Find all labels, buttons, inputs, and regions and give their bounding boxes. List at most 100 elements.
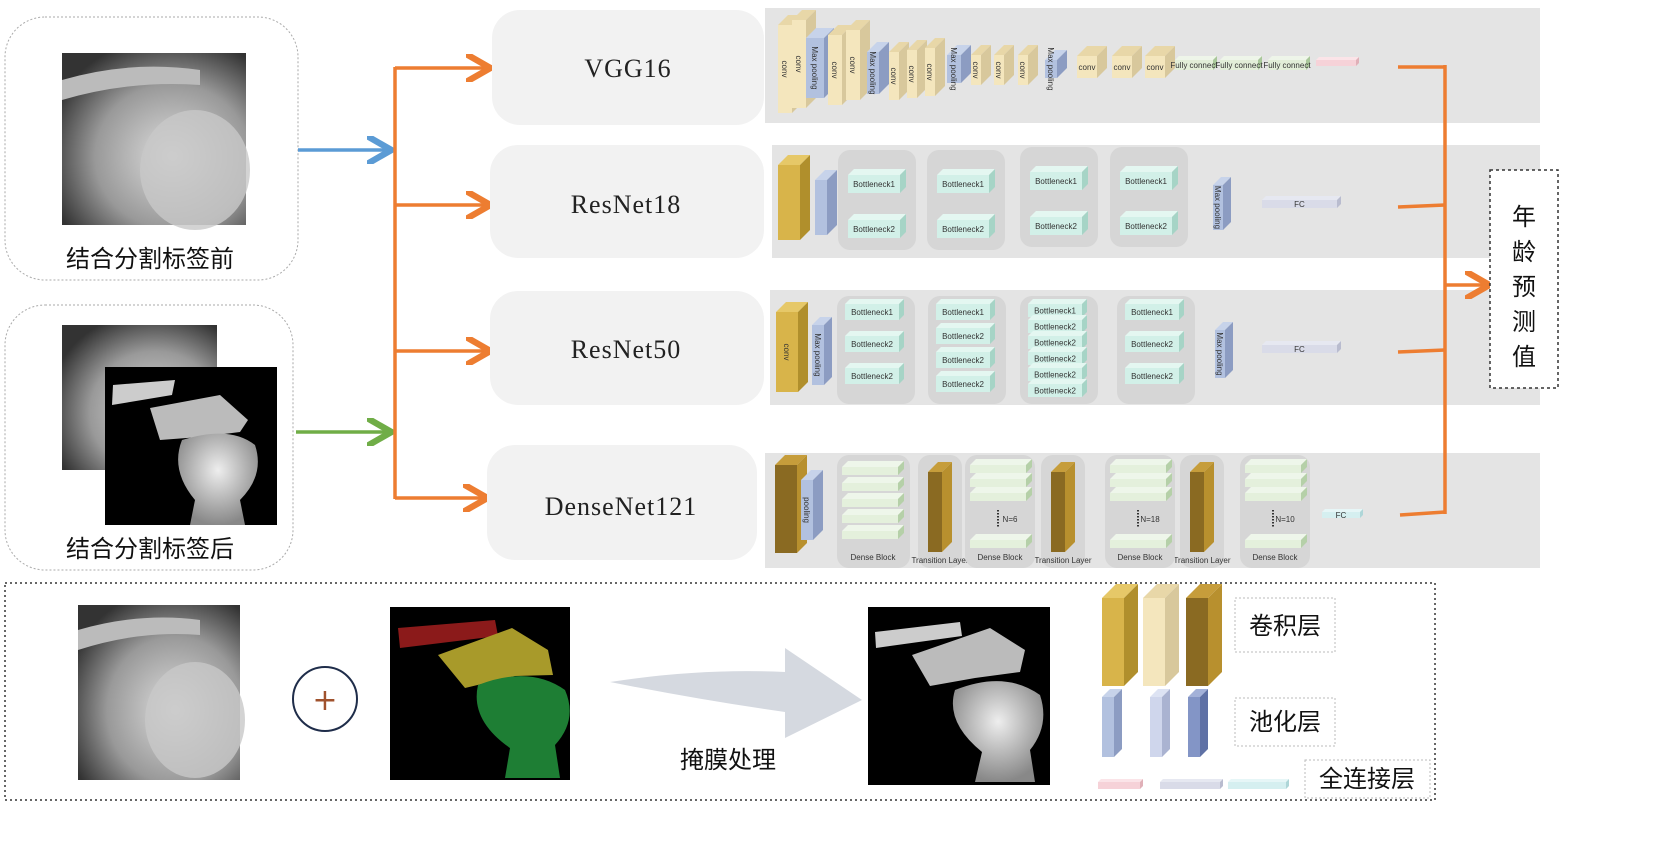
svg-text:Max pooling: Max pooling	[1046, 47, 1055, 90]
svg-text:Max pooling: Max pooling	[1213, 186, 1222, 229]
dense-layer	[970, 459, 1032, 473]
legend-pool-icon-2	[1150, 689, 1170, 757]
bottleneck2-block: Bottleneck2	[845, 363, 904, 384]
merge-arrows	[1397, 65, 1486, 517]
resnet50-conv-layer: conv	[776, 302, 808, 392]
svg-text:Bottleneck1: Bottleneck1	[942, 308, 984, 317]
repeat-count-label: N=18	[1140, 515, 1160, 524]
vgg-maxpool-layer: Max pooling	[867, 42, 889, 95]
svg-text:预: 预	[1512, 273, 1536, 301]
resnet50-label-box	[490, 291, 764, 405]
vgg-conv-layer: conv	[1112, 46, 1142, 78]
bottleneck2-block: Bottleneck2	[1028, 315, 1087, 333]
dense-layer	[842, 461, 904, 475]
bottleneck2-block: Bottleneck2	[848, 214, 906, 238]
resnet50-fc-layer: FC	[1262, 341, 1341, 354]
bottleneck1-block: Bottleneck1	[1030, 166, 1088, 190]
dense-layer	[842, 509, 904, 523]
vgg-fc-layer: Fully connect	[1215, 56, 1263, 70]
bottleneck1-block: Bottleneck1	[1028, 299, 1087, 317]
preprocessing-panel	[4, 582, 1436, 801]
vgg-conv-layer: conv	[1145, 46, 1175, 78]
repeat-count-label: N=6	[1003, 515, 1018, 524]
xray-original-image	[78, 605, 245, 780]
svg-text:Max pooling: Max pooling	[949, 47, 958, 90]
svg-text:年: 年	[1512, 203, 1536, 231]
after-label: 结合分割标签后	[66, 535, 234, 563]
mask-process-arrow	[610, 648, 862, 738]
svg-text:FC: FC	[1294, 345, 1305, 354]
svg-text:测: 测	[1512, 308, 1536, 336]
legend-pool-label: 池化层	[1249, 708, 1321, 736]
svg-text:Bottleneck2: Bottleneck2	[1035, 222, 1077, 231]
svg-text:pooling: pooling	[802, 497, 811, 523]
svg-text:Bottleneck2: Bottleneck2	[851, 340, 893, 349]
svg-text:conv: conv	[780, 61, 789, 78]
vgg-conv-layer: conv	[1077, 46, 1107, 78]
dense-layer	[970, 473, 1032, 487]
svg-text:Fully connect: Fully connect	[1263, 61, 1311, 70]
vgg-maxpool-layer: Max pooling	[1045, 47, 1067, 91]
svg-text:FC: FC	[1336, 511, 1347, 520]
transition-layer-label: Transition Layer	[911, 556, 968, 565]
plus-sign: +	[312, 683, 337, 718]
legend-conv-icon-1	[1102, 584, 1138, 686]
svg-text:FC: FC	[1294, 200, 1305, 209]
dense-layer	[1110, 473, 1172, 487]
dense-layer	[1245, 473, 1307, 487]
legend-fc-icon-3	[1228, 779, 1289, 789]
svg-text:conv: conv	[830, 62, 839, 79]
svg-text:conv: conv	[1079, 63, 1096, 72]
svg-text:龄: 龄	[1512, 238, 1536, 266]
densenet-pool-layer: pooling	[801, 470, 823, 540]
dense-layer	[1110, 459, 1172, 473]
legend-conv-label-box	[1234, 597, 1336, 653]
dense-layer	[842, 477, 904, 491]
legend-pool-icon-1	[1102, 689, 1122, 757]
bottleneck2-block: Bottleneck2	[1125, 363, 1184, 384]
model-name-resnet18: ResNet18	[571, 190, 682, 219]
bottleneck2-block: Bottleneck2	[1125, 331, 1184, 352]
dense-block-label: Dense Block	[1118, 553, 1164, 562]
svg-text:Fully connect: Fully connect	[1170, 61, 1218, 70]
svg-text:Bottleneck1: Bottleneck1	[853, 180, 895, 189]
transition-layer-3-conv	[1190, 462, 1214, 552]
vgg-softmax-layer	[1316, 57, 1359, 66]
resnet50-maxpool-layer: Max pooling	[812, 317, 832, 385]
vgg-conv-layer: conv	[971, 45, 991, 85]
before-label: 结合分割标签前	[66, 245, 234, 273]
bottleneck2-block: Bottleneck2	[1028, 363, 1087, 381]
vgg-conv-layer: conv	[925, 38, 945, 96]
resnet18-pool-layer	[815, 170, 837, 235]
legend-fc-icon-2	[1160, 779, 1223, 789]
svg-text:Bottleneck2: Bottleneck2	[942, 356, 984, 365]
bottleneck1-block: Bottleneck1	[848, 169, 906, 193]
bottleneck2-block: Bottleneck2	[937, 214, 995, 238]
bottleneck2-block: Bottleneck2	[936, 371, 995, 392]
dense-layer	[842, 525, 904, 539]
densenet-fc-layer: FC	[1322, 509, 1363, 520]
svg-text:Bottleneck2: Bottleneck2	[1034, 339, 1076, 348]
svg-text:Bottleneck1: Bottleneck1	[1035, 177, 1077, 186]
legend-conv-label: 卷积层	[1249, 612, 1321, 640]
svg-text:Bottleneck2: Bottleneck2	[1131, 340, 1173, 349]
svg-text:Bottleneck2: Bottleneck2	[1131, 372, 1173, 381]
legend-conv-icon-3	[1186, 584, 1222, 686]
svg-text:Bottleneck2: Bottleneck2	[853, 225, 895, 234]
resnet50-maxpool-2-layer: Max pooling	[1215, 322, 1233, 378]
svg-text:Fully connect: Fully connect	[1215, 61, 1263, 70]
output-label: 年 龄 预 测 值	[1512, 203, 1536, 371]
masked-result-image	[868, 607, 1050, 785]
legend-pool-label-box	[1234, 697, 1336, 747]
transition-layer-1-conv	[928, 462, 952, 552]
vgg-conv-layer: conv	[994, 45, 1014, 85]
legend-fc-icon-1	[1098, 779, 1143, 789]
vgg-conv-layer: conv	[846, 20, 870, 100]
bottleneck2-block: Bottleneck2	[1028, 331, 1087, 349]
model-name-densenet121: DenseNet121	[545, 492, 698, 521]
svg-text:Max pooling: Max pooling	[868, 51, 877, 94]
bottleneck1-block: Bottleneck1	[937, 169, 995, 193]
dense-layer	[1245, 487, 1307, 501]
